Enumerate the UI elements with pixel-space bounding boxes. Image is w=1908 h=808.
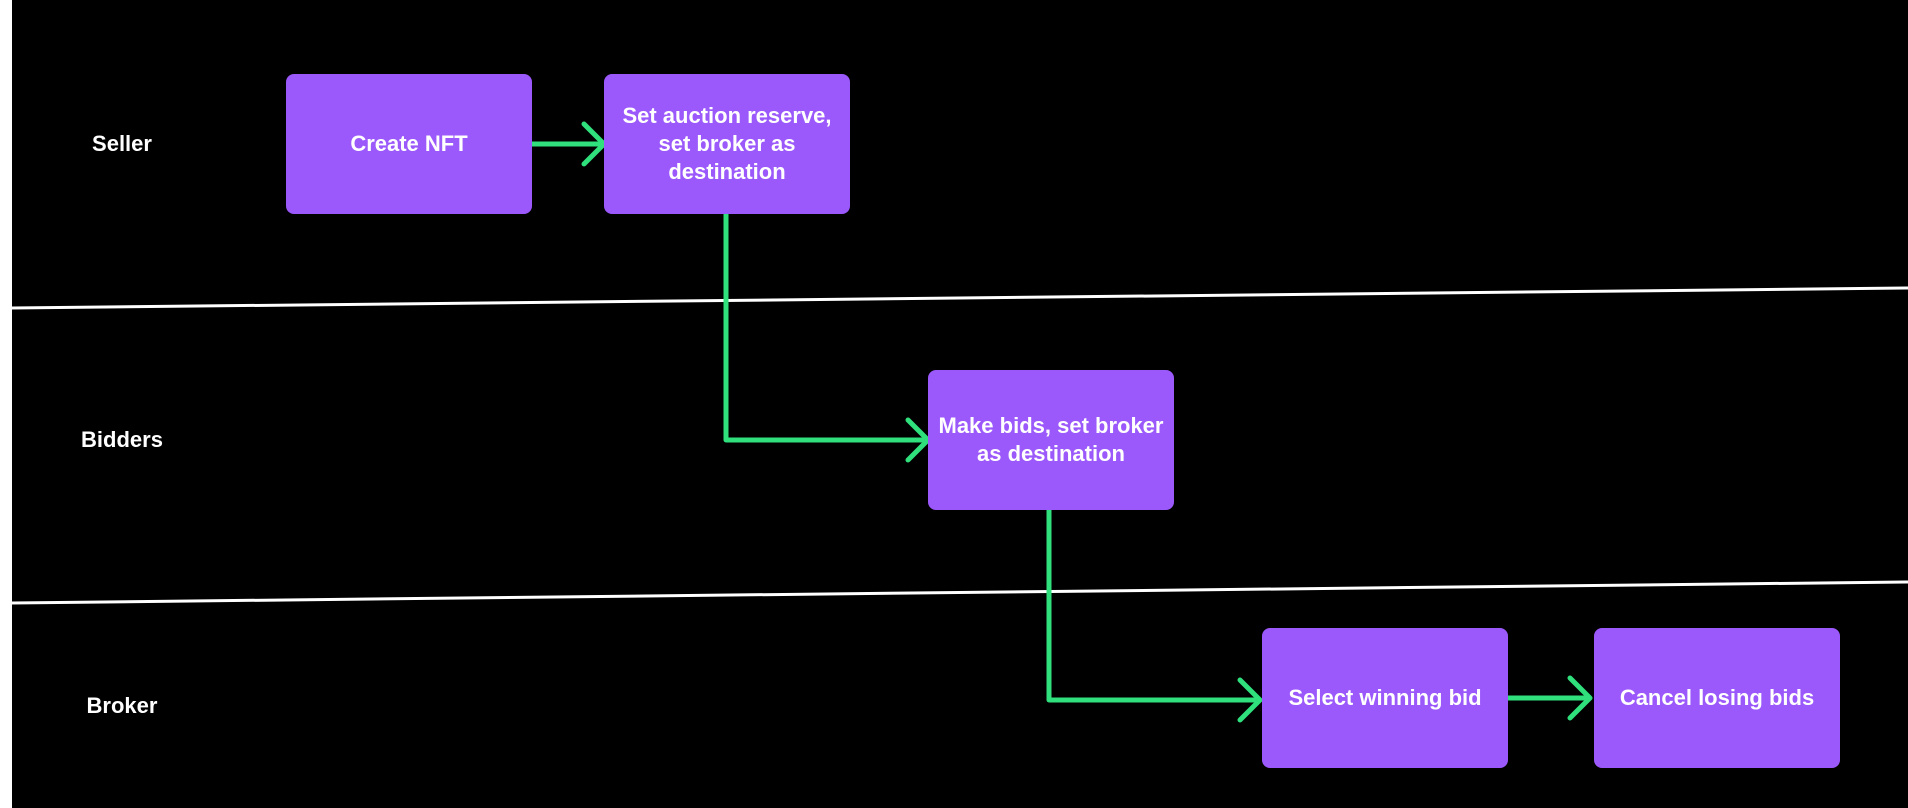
node-cancel-losing-bids[interactable]: Cancel losing bids: [1594, 628, 1840, 768]
lane-label-seller: Seller: [92, 131, 152, 156]
node-make-bids[interactable]: Make bids, set broker as destination: [928, 370, 1174, 510]
node-select-winning-bid[interactable]: Select winning bid: [1262, 628, 1508, 768]
connector-create-nft-to-set-reserve: [529, 121, 607, 167]
connector-set-reserve-to-make-bids: [723, 211, 931, 463]
node-set-auction-reserve[interactable]: Set auction reserve, set broker as desti…: [604, 74, 850, 214]
lane-divider-seller-bidders: [12, 286, 1908, 310]
diagram-canvas: Seller Bidders Broker Create NFT Set auc…: [12, 0, 1908, 808]
node-create-nft[interactable]: Create NFT: [286, 74, 532, 214]
connector-make-bids-to-select-winning: [1046, 507, 1263, 723]
lane-label-bidders: Bidders: [81, 427, 163, 452]
lane-divider-bidders-broker: [12, 580, 1908, 605]
connector-select-winning-to-cancel-losing: [1505, 675, 1593, 721]
node-make-bids-label: Make bids, set broker as destination: [938, 413, 1164, 466]
node-cancel-losing-bids-label: Cancel losing bids: [1619, 685, 1815, 710]
lane-label-broker: Broker: [86, 693, 158, 718]
node-select-winning-bid-label: Select winning bid: [1288, 685, 1482, 710]
node-create-nft-label: Create NFT: [350, 131, 468, 156]
node-set-auction-reserve-label: Set auction reserve, set broker as desti…: [622, 103, 832, 184]
connector-layer: [12, 121, 1908, 723]
